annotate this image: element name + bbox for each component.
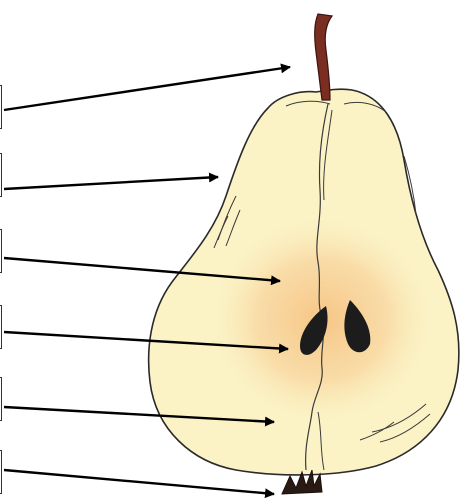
label-box-3[interactable]: [0, 229, 2, 273]
label-box-1[interactable]: [0, 85, 2, 129]
label-box-5[interactable]: [0, 377, 2, 421]
label-box-4[interactable]: [0, 305, 2, 349]
label-box-6[interactable]: [0, 450, 2, 494]
pear-stem: [315, 14, 332, 100]
label-box-2[interactable]: [0, 153, 2, 197]
arrow-blossom-end: [4, 470, 274, 494]
arrow-skin: [4, 177, 218, 189]
arrow-stem: [4, 67, 290, 110]
